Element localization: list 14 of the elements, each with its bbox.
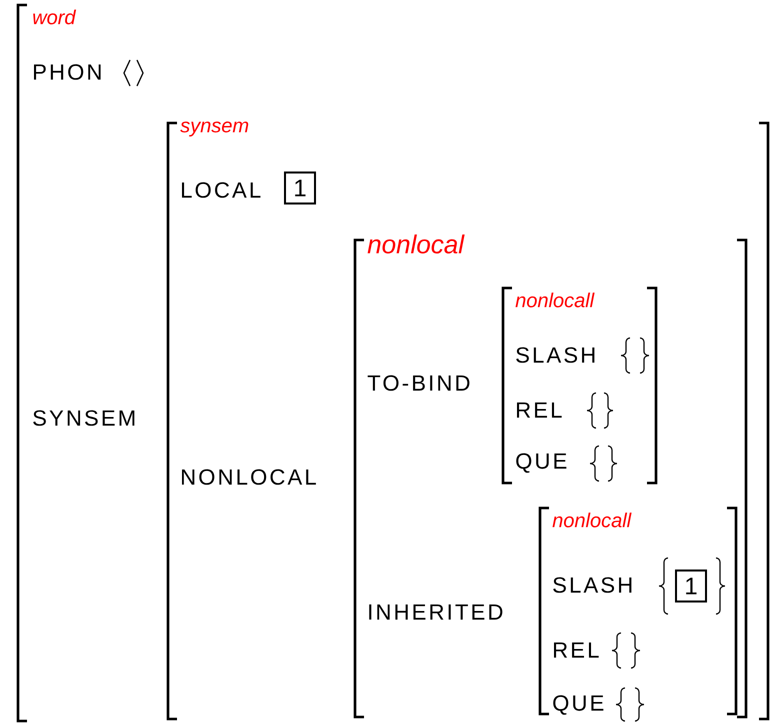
tag-box: 1 <box>675 570 707 602</box>
tag-box: 1 <box>284 172 316 204</box>
feature-name: PHON <box>34 64 101 80</box>
feature-name: INHERITED <box>369 604 502 620</box>
feature-name: SYNSEM <box>33 410 134 426</box>
feature-name: REL <box>554 642 599 658</box>
feature-name: REL <box>517 402 562 418</box>
feature-name: LOCAL <box>182 182 260 198</box>
feature-name: SLASH <box>553 577 632 593</box>
feature-name: SLASH <box>516 347 594 363</box>
feature-name: TO-BIND <box>368 375 470 391</box>
feature-name: NONLOCAL <box>182 469 316 485</box>
feature-name: QUE <box>553 695 604 715</box>
feature-name: QUE <box>516 453 566 473</box>
